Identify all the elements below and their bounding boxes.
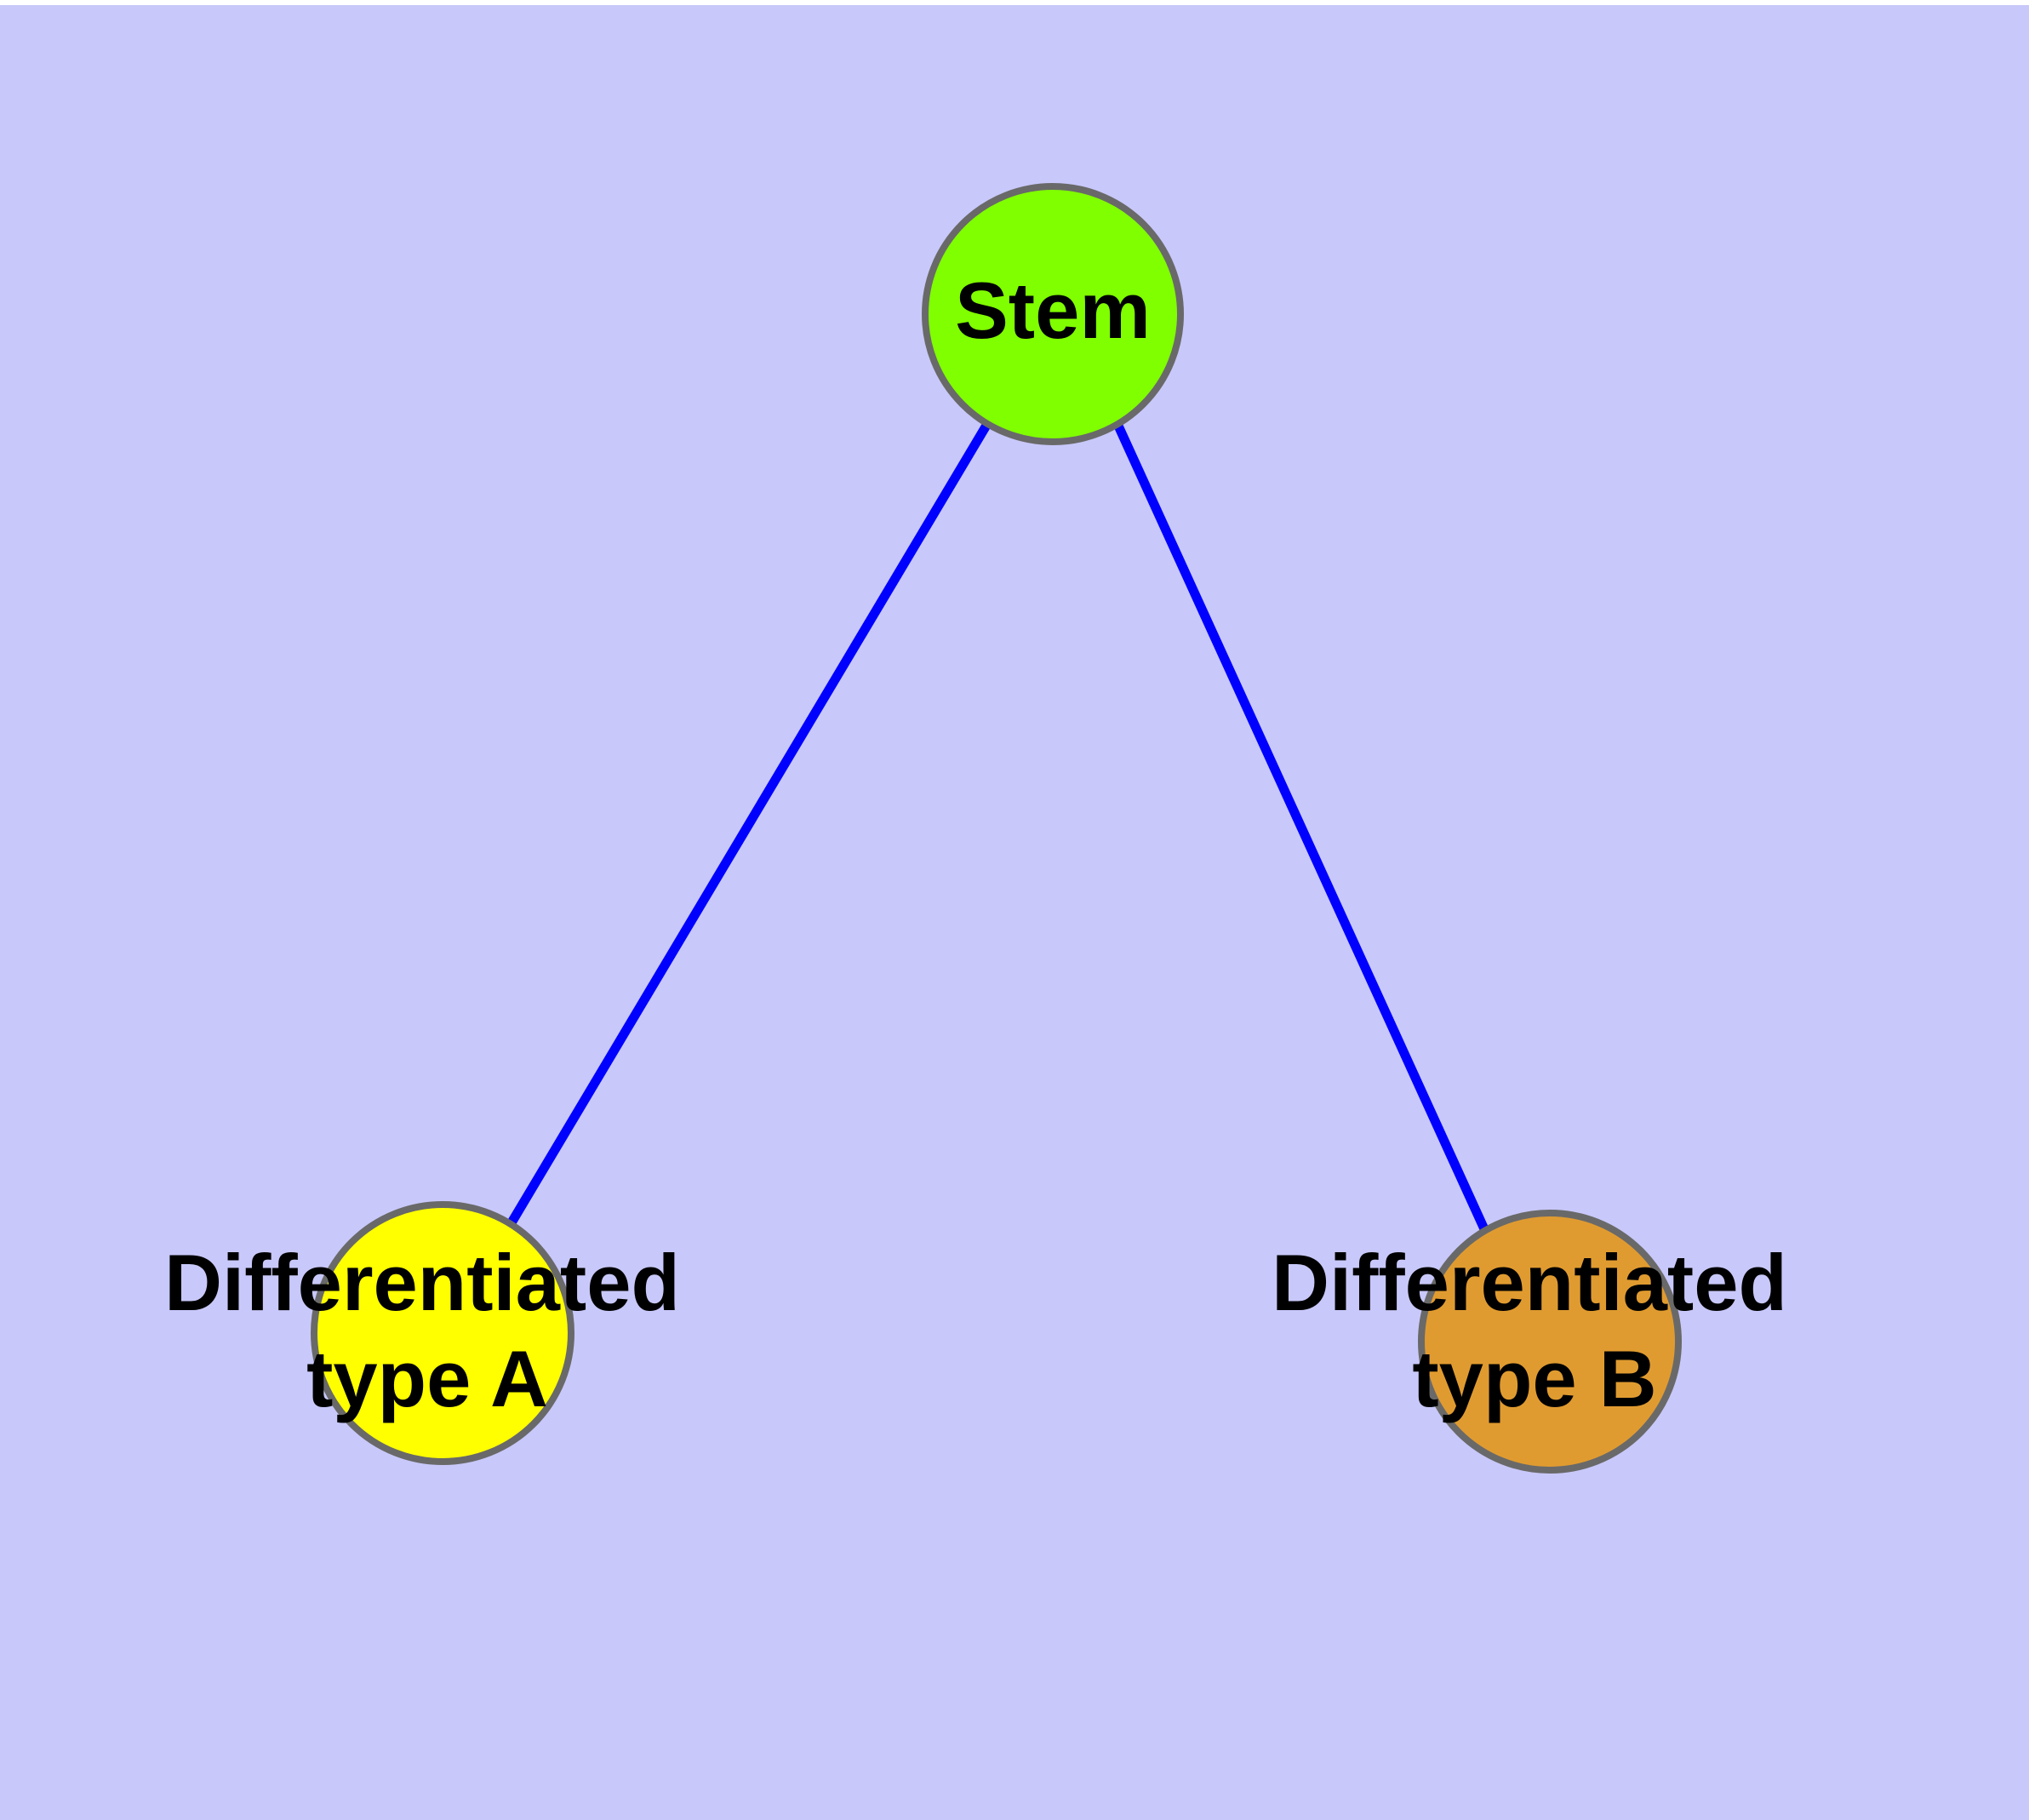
node-differentiated-type-a-circle[interactable]: [311, 1201, 574, 1465]
nodes-layer: [311, 183, 1682, 1474]
node-differentiated-type-a-label-line1: Differentiated: [164, 1238, 680, 1327]
node-stem-label: Stem: [955, 266, 1151, 355]
edge-stem-to-diff-b[interactable]: [1112, 421, 1490, 1233]
labels-layer: Stem Differentiated type A Differentiate…: [164, 266, 1787, 1423]
node-differentiated-type-a[interactable]: [311, 1201, 574, 1465]
node-differentiated-type-b-label-line2: type B: [1412, 1334, 1656, 1423]
node-stem-circle[interactable]: [922, 183, 1184, 445]
node-differentiated-type-a-label-line2: type A: [306, 1334, 548, 1423]
node-differentiated-type-b-circle[interactable]: [1418, 1210, 1682, 1474]
edge-stem-to-diff-a[interactable]: [506, 421, 992, 1227]
node-stem[interactable]: [922, 183, 1184, 445]
node-differentiated-type-b[interactable]: [1418, 1210, 1682, 1474]
edges-layer: [506, 421, 1490, 1233]
node-differentiated-type-b-label-line1: Differentiated: [1272, 1238, 1787, 1327]
